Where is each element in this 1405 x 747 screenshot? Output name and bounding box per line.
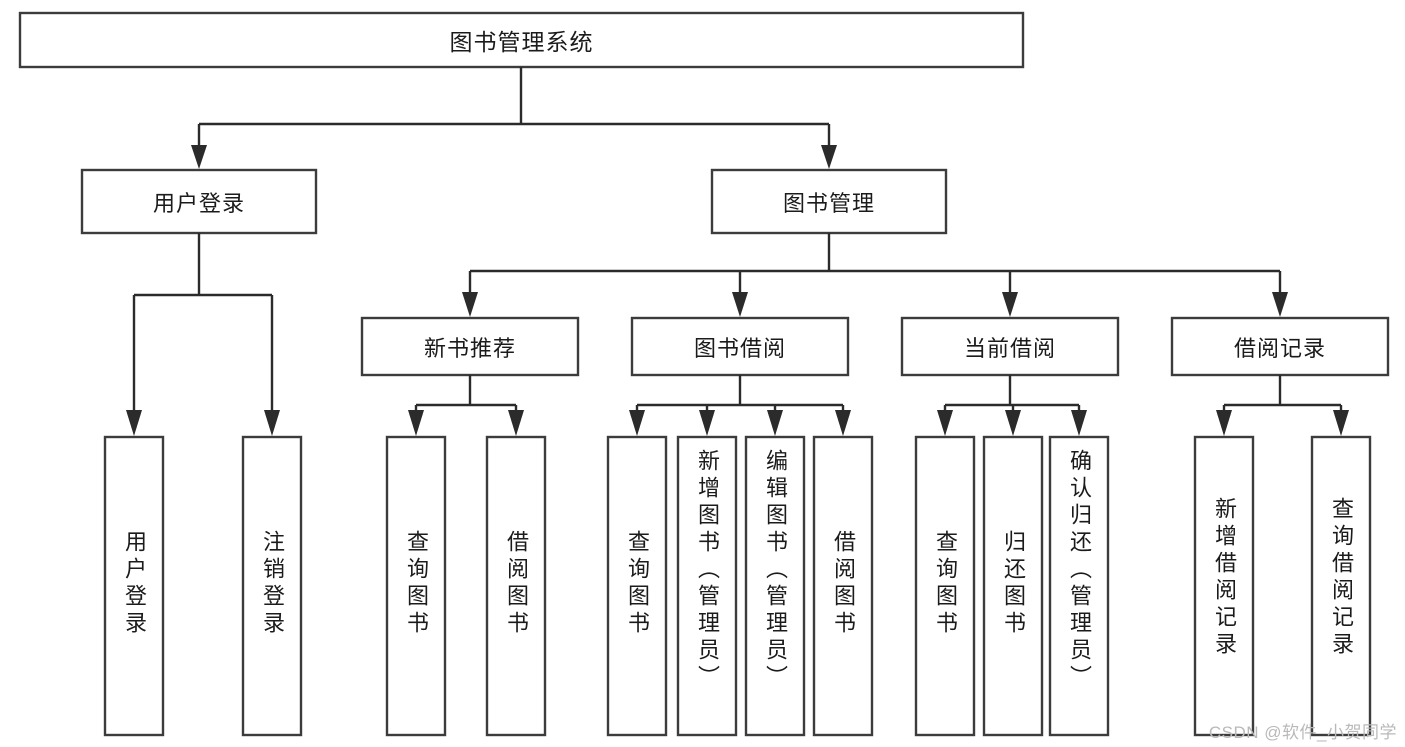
watermark-text: CSDN @软件_小贺同学 (1208, 723, 1397, 742)
node-root-book-management-system[interactable] (18, 11, 1025, 69)
arrowhead-leaf-borrow-book-2 (835, 410, 851, 436)
arrowhead-new-book-recommend (462, 292, 478, 317)
node-book-management[interactable] (710, 168, 948, 235)
arrowhead-borrow-record (1272, 292, 1288, 317)
arrowhead-user-login (191, 145, 207, 169)
arrowhead-leaf-add-book (699, 410, 715, 436)
leaf-box-query-book-2[interactable] (606, 435, 668, 737)
node-book-borrow[interactable] (630, 316, 850, 377)
arrowhead-leaf-add-record (1216, 410, 1232, 436)
arrowhead-leaf-query-book-2 (629, 410, 645, 436)
leaf-box-add-record[interactable] (1193, 435, 1255, 737)
arrowhead-leaf-return-book (1005, 410, 1021, 436)
arrowhead-book-borrow (732, 292, 748, 317)
arrowhead-leaf-confirm-return (1071, 410, 1087, 436)
leaf-box-edit-book[interactable] (744, 435, 806, 737)
leaf-box-query-record[interactable] (1310, 435, 1372, 737)
arrowhead-leaf-borrow-book-1 (508, 410, 524, 436)
arrowhead-current-borrow (1002, 292, 1018, 317)
node-current-borrow[interactable] (900, 316, 1120, 377)
node-borrow-record[interactable] (1170, 316, 1390, 377)
leaf-box-user-login[interactable] (103, 435, 165, 737)
arrowhead-book-management (821, 145, 837, 169)
leaf-box-logout-login[interactable] (241, 435, 303, 737)
arrowhead-leaf-query-book-3 (937, 410, 953, 436)
arrowhead-leaf-query-book-1 (408, 410, 424, 436)
node-new-book-recommend[interactable] (360, 316, 580, 377)
leaf-box-confirm-return[interactable] (1048, 435, 1110, 737)
arrowhead-leaf-user-login (126, 410, 142, 436)
leaf-box-query-book-3[interactable] (914, 435, 976, 737)
node-user-login[interactable] (80, 168, 318, 235)
leaf-box-add-book[interactable] (676, 435, 738, 737)
arrowhead-leaf-edit-book (767, 410, 783, 436)
leaf-box-query-book-1[interactable] (385, 435, 447, 737)
arrowhead-leaf-query-record (1333, 410, 1349, 436)
leaf-box-borrow-book-2[interactable] (812, 435, 874, 737)
leaf-box-borrow-book-1[interactable] (485, 435, 547, 737)
leaf-box-return-book[interactable] (982, 435, 1044, 737)
arrowhead-leaf-logout-login (264, 410, 280, 436)
